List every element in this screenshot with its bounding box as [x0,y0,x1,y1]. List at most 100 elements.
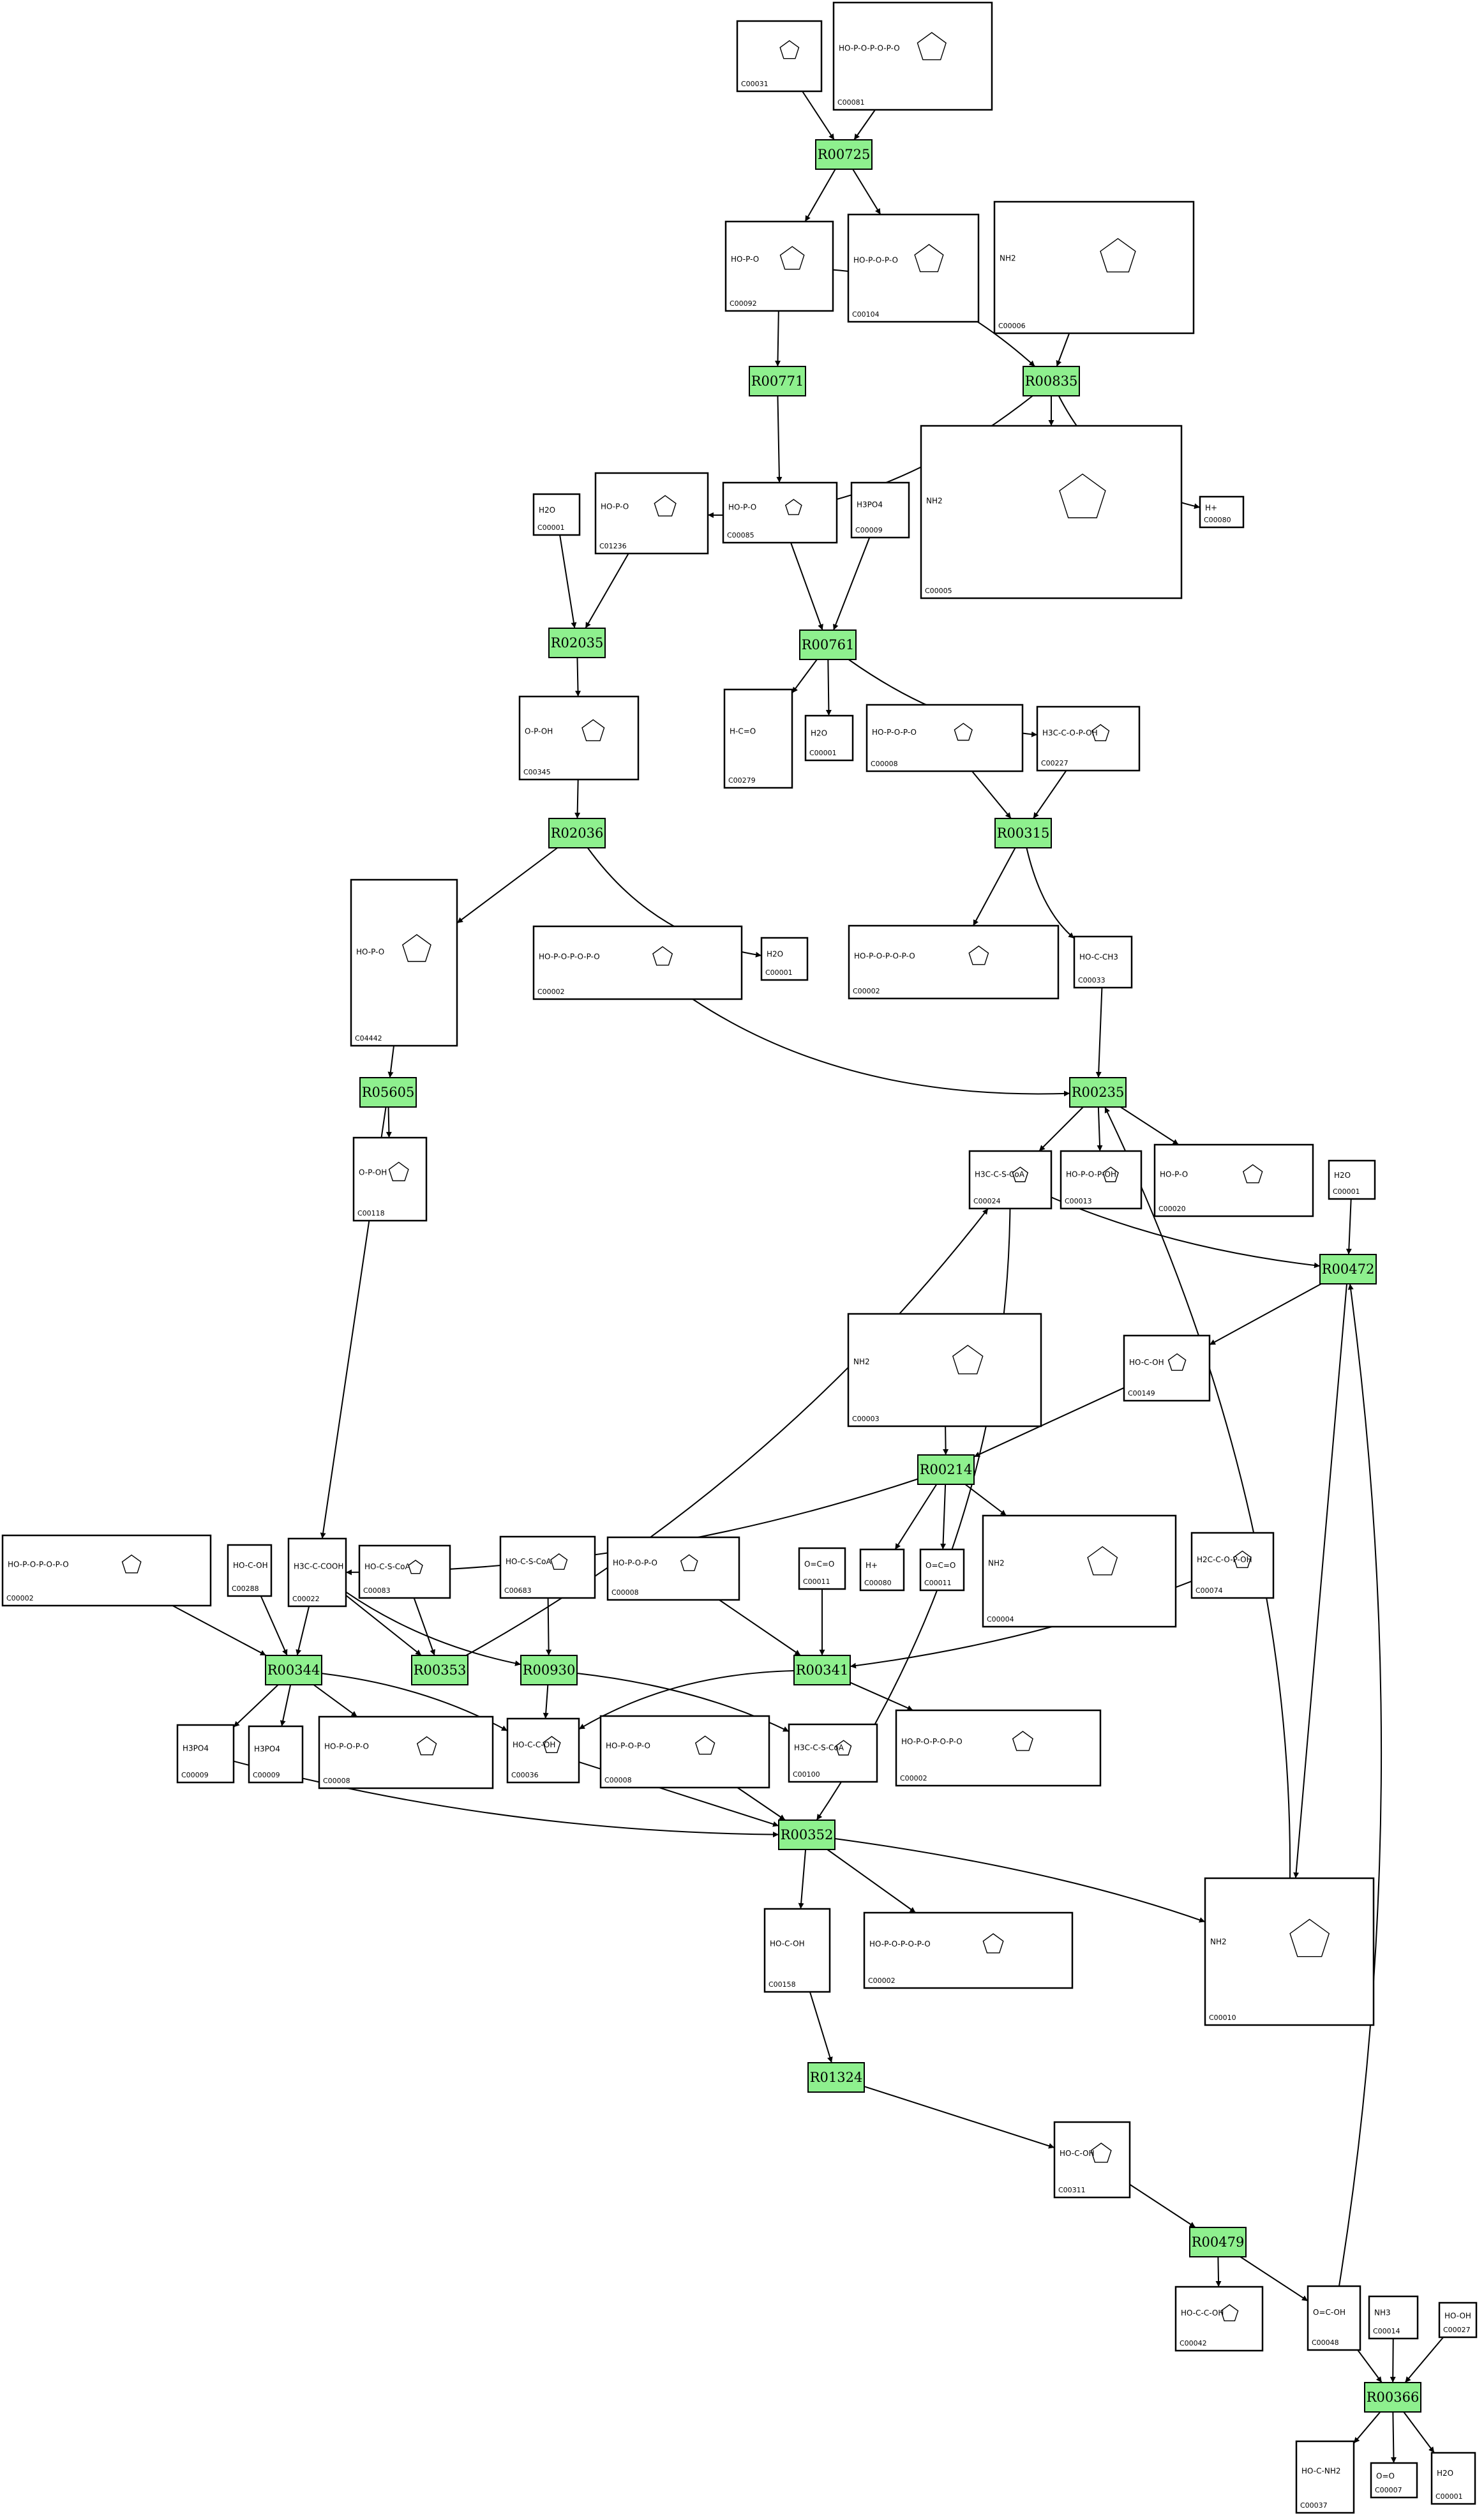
reaction-R00353[interactable]: R00353 [411,1655,468,1685]
reaction-R01324[interactable]: R01324 [807,2062,865,2093]
ring-icon [968,945,989,965]
compound-id: C00081 [837,98,865,107]
compound-id: C00037 [1300,2501,1328,2510]
reaction-R00214[interactable]: R00214 [917,1454,975,1485]
reaction-R00472[interactable]: R00472 [1319,1254,1377,1284]
pathway-edges [172,91,1444,2464]
compound-id: C00011 [924,1579,952,1587]
reaction-R02035[interactable]: R02035 [548,628,606,658]
edge-R00315-c20 [972,847,1016,926]
reaction-R00771[interactable]: R00771 [749,366,806,396]
compound-box [1053,2121,1131,2199]
reaction-R00315[interactable]: R00315 [994,818,1052,848]
reaction-R00344[interactable]: R00344 [265,1655,322,1685]
edge-c27-R00214 [943,1426,949,1456]
edge-R00472-c49 [1293,1283,1348,1879]
reaction-R00352[interactable]: R00352 [778,1819,836,1850]
reaction-R00479[interactable]: R00479 [1189,2227,1247,2257]
compound-c36[interactable]: H+C00080 [859,1548,905,1592]
reaction-R00366[interactable]: R00366 [1364,2382,1421,2413]
reaction-R02036[interactable]: R02036 [548,818,606,848]
compound-c1[interactable]: C00031 [736,20,823,93]
compound-box [606,1536,740,1601]
edge-c31-R00344 [296,1606,310,1656]
ring-icon [1242,1164,1263,1184]
edge-c54-R00366 [1404,2337,1444,2383]
reaction-R00341[interactable]: R00341 [793,1655,851,1685]
compound-box [919,1548,965,1592]
compound-c2[interactable]: HO-P-O-P-O-P-O C00081 [832,1,993,111]
reaction-R00930[interactable]: R00930 [520,1655,578,1685]
reaction-R00725[interactable]: R00725 [815,139,873,170]
compound-formula: H3C-C-O-P-OH [1042,728,1098,737]
reaction-R00235[interactable]: R00235 [1069,1077,1127,1108]
compound-formula: HO-P-O [601,502,629,511]
compound-id: C00009 [855,526,883,534]
compound-box [532,925,743,1000]
compound-formula: HO-P-O-P-O-P-O [839,44,900,53]
compound-formula: HO-P-O-P-OH [1066,1170,1116,1179]
compound-box [594,472,709,555]
reaction-R00835[interactable]: R00835 [1023,366,1080,396]
compound-c11[interactable]: H+C00080 [1199,495,1245,529]
reaction-R00761[interactable]: R00761 [799,629,857,660]
ring-icon [401,934,431,962]
reaction-R05605[interactable]: R05605 [359,1077,417,1108]
compound-formula: HO-C-OH [233,1561,268,1570]
compound-formula: HO-C-CH3 [1079,953,1118,961]
